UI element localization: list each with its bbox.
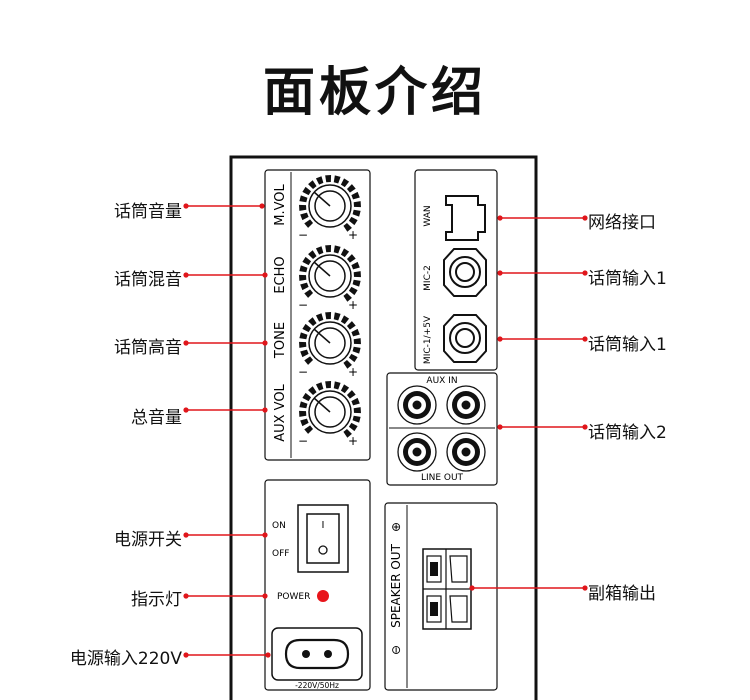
leader-sub-output	[469, 585, 588, 591]
leader-power-input	[183, 652, 271, 658]
switch-off-mark-icon	[318, 545, 328, 555]
callout-mic-input-1: 话筒输入1	[588, 335, 667, 355]
rca-section	[386, 372, 498, 486]
figure8-socket-icon	[284, 638, 350, 670]
knob-tone-icon: −+	[298, 312, 361, 379]
knob-minus-label: −	[298, 298, 308, 312]
leader-mic-echo	[183, 272, 268, 278]
knob-echo-icon: −+	[298, 245, 361, 312]
callout-aux-input: 话筒输入2	[588, 423, 667, 443]
knob-plus-label: +	[348, 365, 358, 379]
power-label: POWER	[277, 592, 310, 602]
callout-network-port: 网络接口	[588, 213, 656, 233]
leader-indicator	[183, 593, 268, 599]
knob-minus-label: −	[298, 365, 308, 379]
leader-aux-input	[497, 424, 588, 430]
rca-jack-icon	[397, 432, 437, 472]
leader-mic-input-1	[497, 336, 588, 342]
line-out-label: LINE OUT	[421, 473, 464, 483]
speaker-minus-symbol: ⊖	[389, 645, 403, 655]
knob-minus-label: −	[298, 434, 308, 448]
wan-label: WAN	[423, 205, 433, 226]
power-led	[317, 590, 329, 602]
callout-master-volume: 总音量	[131, 408, 182, 428]
mic1-jack-icon	[443, 314, 487, 363]
knob-plus-label: +	[348, 298, 358, 312]
panel-outline	[229, 155, 538, 700]
leader-mic-volume	[183, 203, 265, 209]
knob-label-tone: TONE	[273, 322, 288, 359]
speaker-out-label: SPEAKER OUT	[389, 543, 403, 627]
off-label: OFF	[272, 549, 289, 559]
rocker-switch-face	[306, 513, 340, 564]
rca-jack-icon	[446, 385, 486, 425]
callout-mic-input-2: 话筒输入1	[588, 269, 667, 289]
power-spec-label: -220V/50Hz	[295, 681, 339, 690]
aux-in-label: AUX IN	[426, 376, 457, 386]
page-title: 面板介绍	[262, 63, 487, 123]
mic1-label: MIC-1/+5V	[423, 315, 433, 364]
callout-power-switch: 电源开关	[114, 530, 182, 550]
knob-label-mvol: M.VOL	[273, 184, 288, 226]
knob-label-echo: ECHO	[273, 256, 288, 293]
knob-label-auxvol: AUX VOL	[273, 383, 288, 441]
callout-power-input: 电源输入220V	[69, 649, 182, 669]
leader-network-port	[497, 215, 588, 221]
leader-power-switch	[183, 532, 268, 538]
leader-mic-input-2	[497, 270, 588, 276]
speaker-terminal-icon	[422, 548, 472, 630]
speaker-plus-symbol: ⊕	[389, 522, 403, 532]
knob-mvol-icon: −+	[298, 175, 361, 242]
rca-jack-icon	[446, 432, 486, 472]
callout-indicator: 指示灯	[131, 590, 182, 610]
switch-on-mark: I	[322, 520, 325, 531]
leader-mic-treble	[183, 340, 268, 346]
knob-plus-label: +	[348, 434, 358, 448]
rca-jack-icon	[397, 385, 437, 425]
rj45-port-icon	[445, 195, 486, 241]
on-label: ON	[272, 521, 286, 531]
leader-master-volume	[183, 407, 268, 413]
callout-mic-echo: 话筒混音	[114, 270, 182, 290]
callout-mic-treble: 话筒高音	[114, 338, 182, 358]
knob-minus-label: −	[298, 228, 308, 242]
mic2-label: MIC-2	[423, 265, 433, 291]
callout-sub-output: 副箱输出	[588, 584, 656, 604]
mic2-jack-icon	[443, 248, 487, 297]
knob-plus-label: +	[348, 228, 358, 242]
knob-auxvol-icon: −+	[298, 381, 361, 448]
callout-mic-volume: 话筒音量	[114, 202, 182, 222]
